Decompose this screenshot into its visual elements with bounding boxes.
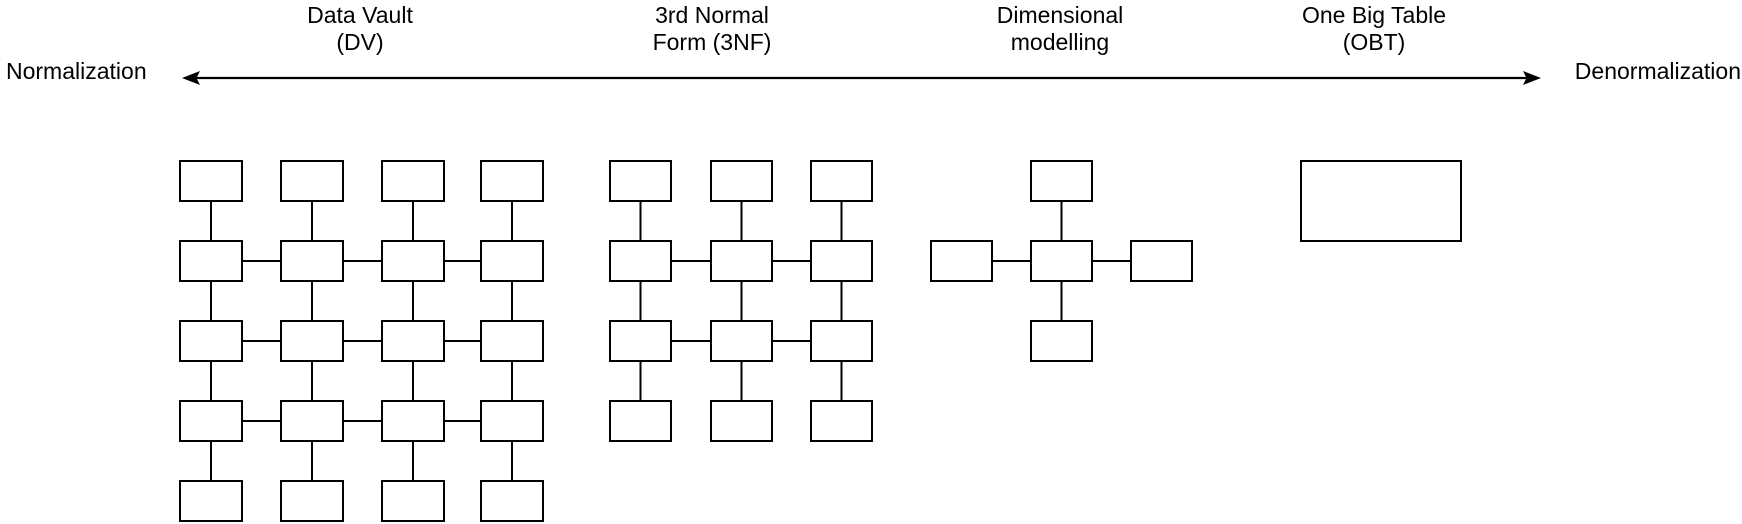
data-vault-schema-table-box [381,320,445,362]
data-vault-schema-table-box [480,400,544,442]
data-vault-schema-table-box [381,240,445,282]
dimensional-star-schema-table-box [930,240,993,282]
obt-schema-table-box [1300,160,1462,242]
data-vault-schema-table-box [280,240,344,282]
method-label-obt: One Big Table (OBT) [1214,2,1534,56]
method-label-line: (DV) [336,29,384,55]
3nf-schema-table-box [609,320,672,362]
method-label-line: One Big Table [1301,2,1447,28]
data-vault-schema-table-box [280,320,344,362]
method-label-dimensional: Dimensional modelling [900,2,1220,56]
data-vault-schema-table-box [381,160,445,202]
method-label-line: Data Vault [307,2,413,28]
3nf-schema-table-box [810,400,873,442]
data-vault-schema-table-box [280,160,344,202]
3nf-schema-table-box [609,400,672,442]
method-label-data-vault: Data Vault (DV) [200,2,520,56]
dimensional-star-schema-table-box [1030,240,1093,282]
method-label-line: Dimensional [996,2,1124,28]
method-label-line: modelling [1010,29,1110,55]
data-vault-schema-table-box [179,320,243,362]
data-vault-schema-table-box [480,240,544,282]
data-vault-schema-table-box [280,400,344,442]
data-vault-schema-table-box [381,400,445,442]
arrowhead-right-icon [1523,71,1541,85]
data-vault-schema-table-box [179,240,243,282]
data-vault-schema-table-box [179,400,243,442]
arrowhead-left-icon [182,71,200,85]
3nf-schema-table-box [710,240,773,282]
3nf-schema-table-box [609,240,672,282]
data-vault-schema-table-box [480,320,544,362]
dimensional-star-schema-table-box [1130,240,1193,282]
dimensional-star-schema-table-box [1030,320,1093,362]
data-vault-schema-table-box [280,480,344,522]
data-vault-schema-table-box [480,480,544,522]
method-label-line: 3rd Normal [655,2,769,28]
3nf-schema-table-box [710,320,773,362]
3nf-schema-table-box [710,160,773,202]
3nf-schema-table-box [609,160,672,202]
normalization-label: Normalization [6,58,147,84]
data-vault-schema-table-box [381,480,445,522]
method-label-line: Form (3NF) [652,29,772,55]
3nf-schema-table-box [810,160,873,202]
3nf-schema-table-box [810,240,873,282]
denormalization-label: Denormalization [1574,58,1741,84]
method-label-3nf: 3rd Normal Form (3NF) [552,2,872,56]
method-label-line: (OBT) [1342,29,1406,55]
3nf-schema-table-box [710,400,773,442]
data-vault-schema-table-box [179,480,243,522]
data-vault-schema-table-box [179,160,243,202]
dimensional-star-schema-table-box [1030,160,1093,202]
data-vault-schema-table-box [480,160,544,202]
3nf-schema-table-box [810,320,873,362]
